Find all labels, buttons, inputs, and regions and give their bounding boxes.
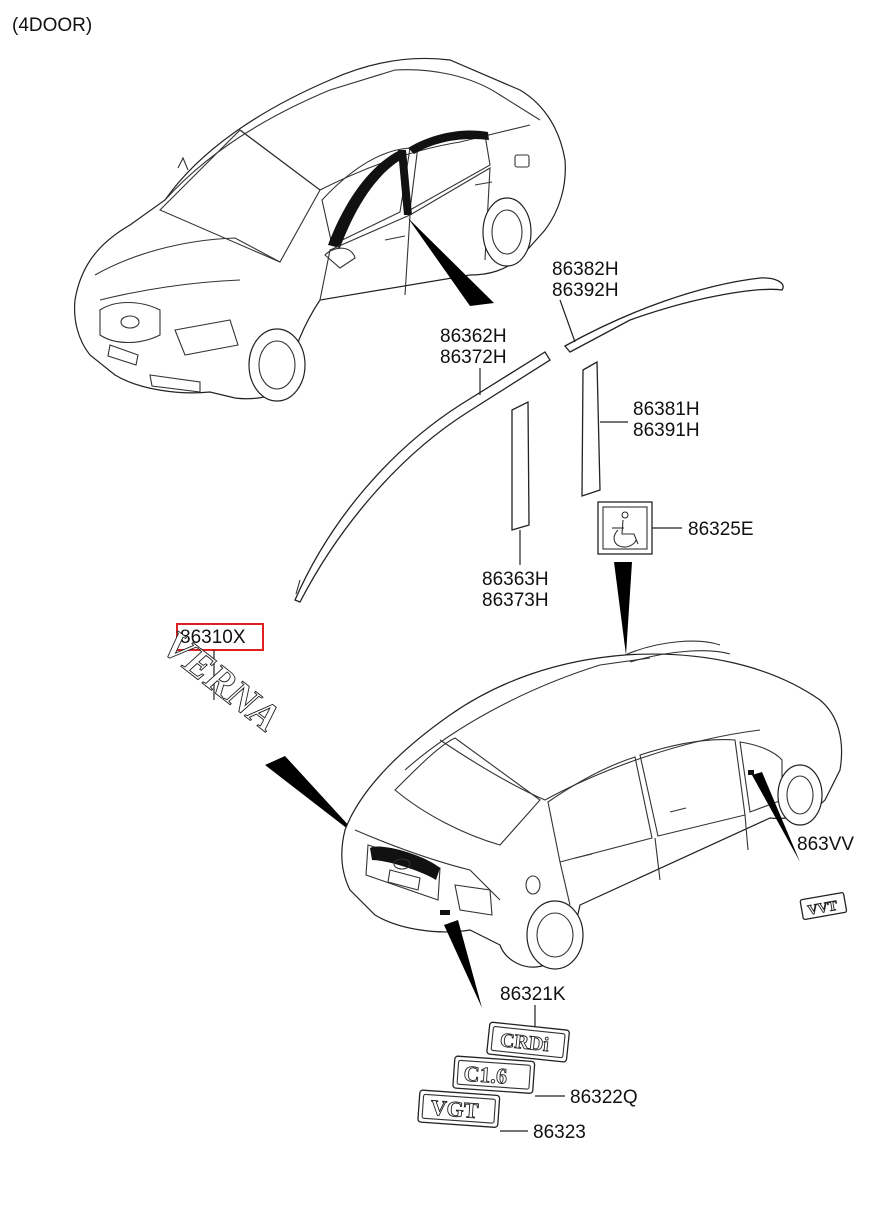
front-door-molding-part — [294, 351, 551, 603]
callout-86381H: 86381H — [633, 399, 700, 420]
callout-86325E: 86325E — [688, 519, 754, 540]
vgt-emblem: VGT — [430, 1095, 480, 1123]
callout-86363H: 86363H — [482, 569, 549, 590]
callout-863VV: 863VV — [797, 834, 854, 855]
top-car-illustration — [73, 57, 566, 402]
callout-86372H: 86372H — [440, 347, 507, 368]
callout-86392H: 86392H — [552, 280, 619, 301]
top-car-pointer — [408, 218, 494, 306]
vvt-emblem: VVT — [807, 899, 839, 919]
callout-86391H: 86391H — [633, 420, 700, 441]
variant-label: (4DOOR) — [12, 15, 92, 36]
callout-86321K: 86321K — [500, 984, 566, 1005]
crdi-pointer — [444, 920, 482, 1008]
front-pillar-part — [511, 400, 530, 531]
callout-86362H: 86362H — [440, 326, 507, 347]
callout-highlight-box — [176, 623, 264, 651]
vvt-pointer — [752, 772, 800, 862]
callout-86373H: 86373H — [482, 590, 549, 611]
verna-pointer — [265, 756, 362, 840]
bottom-car-illustration — [341, 640, 843, 970]
disabled-sticker-part — [597, 501, 653, 555]
sticker-pointer — [614, 562, 632, 655]
cl6-emblem: C1.6 — [463, 1061, 508, 1089]
roof-molding-part — [563, 277, 784, 353]
callout-86322Q: 86322Q — [570, 1087, 638, 1108]
callout-86382H: 86382H — [552, 259, 619, 280]
rear-pillar-part — [581, 360, 601, 497]
callout-86310X: 86310X — [180, 627, 246, 648]
callout-86323: 86323 — [533, 1122, 586, 1143]
crdi-emblem: CRDi — [499, 1029, 550, 1056]
